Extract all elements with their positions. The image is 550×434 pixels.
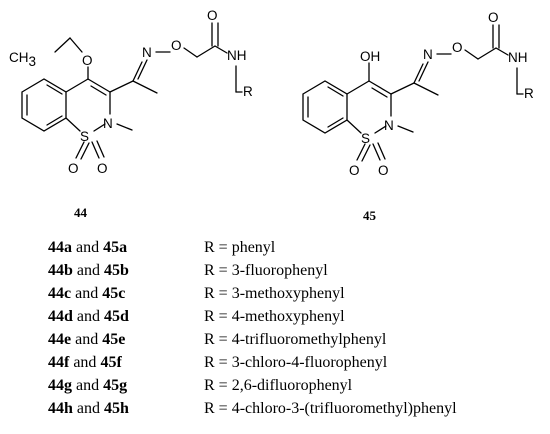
sulfur-label: S: [80, 129, 89, 144]
chemical-structures: CH3 O N S O O N O O NH R: [9, 8, 534, 178]
nitrogen-label: N: [142, 45, 152, 60]
r-label: R: [243, 84, 253, 99]
nh-label: NH: [508, 50, 528, 65]
substituent-text: R = 3-chloro-4-fluorophenyl: [204, 354, 388, 371]
nitrogen-label: N: [103, 116, 113, 131]
oh-label: OH: [360, 49, 380, 64]
oxygen-label: O: [378, 163, 389, 178]
nitrogen-label: N: [384, 118, 394, 133]
oxygen-label: O: [349, 163, 360, 178]
compound-pair: 44a and 45a: [48, 239, 128, 256]
oxygen-label: O: [97, 161, 108, 176]
substituent-table: 44a and 45a R = phenyl 44b and 45b R = 3…: [48, 236, 548, 420]
table-row: 44h and 45h R = 4-chloro-3-(trifluoromet…: [48, 397, 548, 420]
substituent-text: R = 4-chloro-3-(trifluoromethyl)phenyl: [204, 400, 457, 417]
sulfur-label: S: [361, 131, 370, 146]
table-row: 44a and 45a R = phenyl: [48, 236, 548, 259]
compound-pair: 44e and 45e: [48, 331, 126, 348]
compound-pair: 44d and 45d: [48, 308, 129, 325]
table-row: 44f and 45f R = 3-chloro-4-fluorophenyl: [48, 351, 548, 374]
compound-pair: 44h and 45h: [48, 400, 129, 417]
table-row: 44d and 45d R = 4-methoxyphenyl: [48, 305, 548, 328]
oxygen-label: O: [207, 8, 218, 23]
table-row: 44c and 45c R = 3-methoxyphenyl: [48, 282, 548, 305]
oxygen-label: O: [452, 40, 463, 55]
nitrogen-label: N: [423, 47, 433, 62]
compound-label-44: 44: [74, 205, 87, 220]
structure-44: CH3 O N S O O N O O NH R: [9, 8, 253, 176]
substituent-text: R = 3-methoxyphenyl: [204, 285, 345, 302]
oxygen-label: O: [488, 10, 499, 25]
substituent-text: R = 2,6-difluorophenyl: [204, 377, 353, 394]
compound-pair: 44f and 45f: [48, 354, 122, 371]
substituent-text: R = 3-fluorophenyl: [204, 262, 328, 279]
table-row: 44b and 45b R = 3-fluorophenyl: [48, 259, 548, 282]
oxygen-label: O: [82, 53, 93, 68]
oxygen-label: O: [171, 38, 182, 53]
nh-label: NH: [227, 48, 247, 63]
oxygen-label: O: [68, 161, 79, 176]
r-label: R: [524, 86, 534, 101]
substituent-text: R = 4-trifluoromethylphenyl: [204, 331, 387, 348]
compound-pair: 44b and 45b: [48, 262, 129, 279]
table-row: 44g and 45g R = 2,6-difluorophenyl: [48, 374, 548, 397]
compound-pair: 44c and 45c: [48, 285, 126, 302]
compound-pair: 44g and 45g: [48, 377, 128, 394]
substituent-text: R = phenyl: [204, 239, 276, 256]
structure-45: OH N S O O N O O NH R: [302, 10, 534, 178]
table-row: 44e and 45e R = 4-trifluoromethylphenyl: [48, 328, 548, 351]
ch3-label: CH3: [9, 50, 36, 69]
compound-label-45: 45: [363, 208, 376, 223]
substituent-text: R = 4-methoxyphenyl: [204, 308, 345, 325]
